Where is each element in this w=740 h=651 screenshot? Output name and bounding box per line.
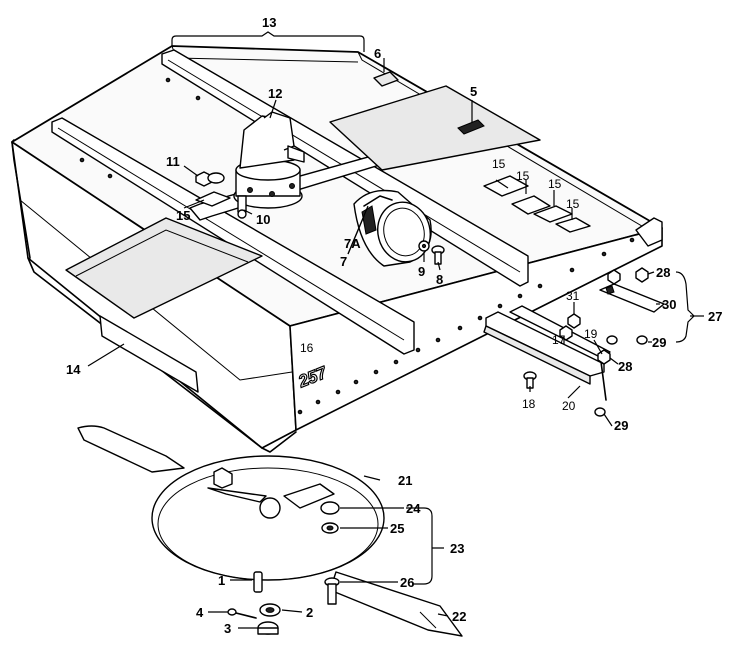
callout-5: 5	[470, 84, 477, 99]
callout-10: 10	[256, 212, 270, 227]
callout-15-d: 15	[548, 177, 562, 191]
callout-30: 30	[662, 297, 676, 312]
part-2-washer	[259, 603, 281, 617]
callout-1: 1	[218, 573, 225, 588]
part-18-bolt	[523, 371, 537, 389]
side-decal-14	[99, 315, 199, 393]
part-1-pin	[253, 571, 263, 593]
callout-15-c: 15	[516, 169, 530, 183]
part-26-bolt	[324, 577, 340, 605]
callout-26: 26	[400, 575, 414, 590]
callout-13: 13	[262, 15, 276, 30]
deck-front-stiffener	[65, 217, 263, 319]
callout-25: 25	[390, 521, 404, 536]
part-21-blade-disc	[151, 455, 385, 581]
part-8-bolt	[431, 245, 445, 265]
callout-4: 4	[196, 605, 204, 620]
callout-3: 3	[224, 621, 231, 636]
part-24-bolt-head	[320, 501, 340, 515]
callout-16: 16	[300, 341, 314, 355]
part-30-deflector-bracket	[599, 283, 665, 313]
callout-28-bottom: 28	[618, 359, 632, 374]
rear-decal-6	[373, 71, 399, 87]
callout-31: 31	[566, 289, 580, 303]
skirt-bolt-holes	[79, 77, 635, 415]
callout-18: 18	[522, 397, 536, 411]
callout-12: 12	[268, 86, 282, 101]
callout-22: 22	[452, 609, 466, 624]
callout-15-b: 15	[492, 157, 506, 171]
callout-2: 2	[306, 605, 313, 620]
part-28-nuts	[597, 267, 649, 365]
part-17-nut	[559, 325, 573, 341]
callout-15-left: 15	[176, 208, 190, 223]
part-9-washer	[418, 240, 430, 252]
callout-8: 8	[436, 272, 443, 287]
rear-decal-5	[457, 119, 485, 135]
gearbox	[233, 111, 305, 219]
part-11-nut	[195, 171, 225, 187]
callout-7: 7	[340, 254, 347, 269]
part-20-skid-bar	[483, 305, 611, 385]
callout-17: 17	[552, 333, 566, 347]
top-decal-15b	[511, 195, 551, 215]
callout-27: 27	[708, 309, 722, 324]
callout-29-top: 29	[652, 335, 666, 350]
callout-24: 24	[406, 501, 421, 516]
part-4-cotter-pin	[227, 608, 257, 619]
callout-20: 20	[562, 399, 576, 413]
callout-23: 23	[450, 541, 464, 556]
part-22-blade	[77, 425, 463, 637]
top-decal-15e	[195, 191, 231, 207]
mower-deck: 257	[11, 45, 663, 453]
callout-19: 19	[584, 327, 598, 341]
part-29-bolts	[594, 335, 648, 417]
callout-labels: 13 6 5 12 11 15 10 7A 7 9 8 14 16 15 15 …	[66, 15, 722, 636]
deck-rear-stiffener	[329, 85, 541, 171]
callout-6: 6	[374, 46, 381, 61]
deck-right-skirt	[289, 227, 663, 431]
top-decal-15d	[555, 217, 591, 233]
callout-29-bottom: 29	[614, 418, 628, 433]
part-7-shield-cone	[353, 189, 432, 267]
callout-14: 14	[66, 362, 81, 377]
part-31-nut	[567, 313, 581, 329]
callout-15-e: 15	[566, 197, 580, 211]
part-25-washer	[321, 522, 339, 534]
callout-7A: 7A	[344, 236, 361, 251]
callout-21: 21	[398, 473, 412, 488]
part-3-castle-nut	[257, 621, 279, 635]
deck-corner-bracket	[635, 217, 663, 247]
leader-lines	[87, 31, 704, 629]
callout-9: 9	[418, 264, 425, 279]
callout-28-top: 28	[656, 265, 670, 280]
callout-11: 11	[166, 154, 180, 169]
